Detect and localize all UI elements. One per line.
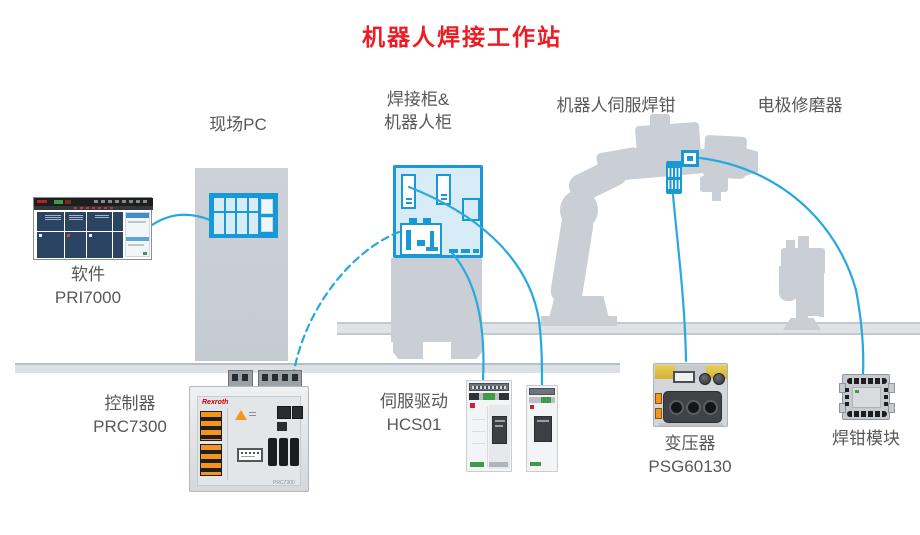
welding-cabinet-icon xyxy=(393,165,483,258)
controller-display xyxy=(237,448,263,462)
wire-cabinet-to-controller xyxy=(290,230,401,386)
welding-cabinet-leg-right xyxy=(451,342,482,359)
controller-left-connectors-2 xyxy=(200,444,222,476)
cabinet-inner-device-1 xyxy=(401,174,416,209)
transformer-display xyxy=(673,371,695,383)
label-electrode-dresser: 电极修磨器 xyxy=(757,96,843,115)
label-gun-module: 焊钳模块 xyxy=(832,429,900,448)
software-window xyxy=(33,197,153,260)
controller-brand-logo: Rexroth xyxy=(202,399,229,406)
welding-cabinet-silhouette xyxy=(391,258,482,342)
ground-line-left xyxy=(15,363,620,373)
transformer-device xyxy=(653,363,728,427)
gun-transformer-icon xyxy=(666,161,682,194)
servo-drive-small xyxy=(526,385,558,472)
wire-software-to-pc xyxy=(150,213,212,227)
label-transformer: 变压器 PSG60130 xyxy=(648,434,732,476)
servo-drive-large xyxy=(466,380,512,472)
welding-cabinet-leg-left xyxy=(393,342,423,359)
controller-left-connectors-1 xyxy=(200,411,222,441)
wire-cabinet-to-right-drive xyxy=(407,185,544,388)
controller-power-connectors xyxy=(268,434,302,468)
gun-module-device xyxy=(839,374,895,420)
controller-model-plate: PRC7300 xyxy=(273,480,295,486)
label-robot-servo-gun: 机器人伺服焊钳 xyxy=(556,96,676,115)
label-controller: 控制器 PRC7300 xyxy=(93,394,167,436)
gun-io-icon xyxy=(681,150,699,167)
label-servo-drive: 伺服驱动 HCS01 xyxy=(380,392,448,434)
label-software: 软件 PRI7000 xyxy=(54,265,122,307)
software-titlebar xyxy=(34,198,153,206)
controller-device: Rexroth PRC7300 xyxy=(189,370,309,492)
page-title: 机器人焊接工作站 xyxy=(362,24,562,50)
transformer-connector-panel xyxy=(663,391,722,423)
wire-gun-to-transformer xyxy=(671,193,688,363)
label-welding-cabinet: 焊接柜& 机器人柜 xyxy=(384,90,452,132)
wire-gun-to-module xyxy=(698,156,865,376)
cabinet-inner-controller xyxy=(400,223,442,256)
label-field-pc: 现场PC xyxy=(209,115,267,134)
pc-screen-icon xyxy=(209,193,278,238)
wire-cabinet-to-left-drive xyxy=(450,251,485,382)
software-sidebar xyxy=(125,212,150,257)
software-panels xyxy=(37,212,123,258)
controller-warning-label xyxy=(235,410,257,424)
